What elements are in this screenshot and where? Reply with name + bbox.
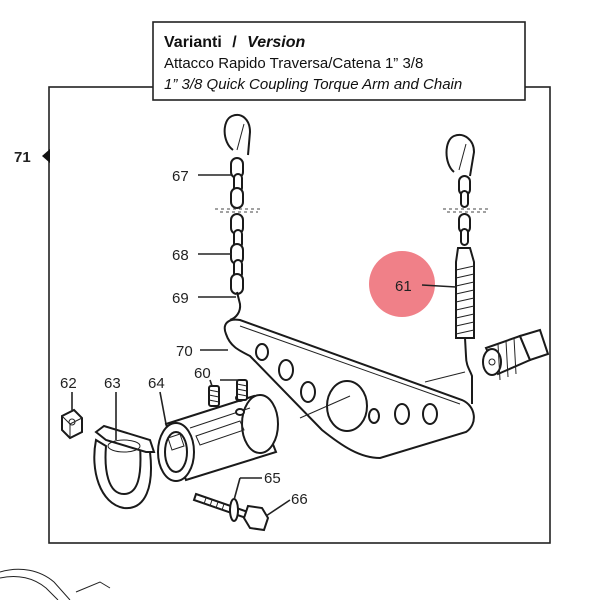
title-version: Version: [247, 34, 305, 51]
left-chain-assembly: [215, 114, 262, 321]
clamp: [93, 424, 156, 510]
title-line2-italian: Attacco Rapido Traversa/Catena 1” 3/8: [164, 55, 423, 72]
callout-64: 64: [148, 375, 165, 392]
callout-63: 63: [104, 375, 121, 392]
callout-69: 69: [172, 290, 189, 307]
coupling-sleeve: [157, 394, 279, 482]
set-screws: [208, 379, 248, 407]
bolt-head: [242, 504, 270, 532]
callout-68: 68: [172, 247, 189, 264]
callout-67: 67: [172, 168, 189, 185]
highlight-circle: [369, 251, 435, 317]
callout-65: 65: [264, 470, 281, 487]
title-line3-english: 1” 3/8 Quick Coupling Torque Arm and Cha…: [164, 76, 462, 93]
leader-lines: [71, 174, 457, 517]
title-separator: /: [232, 34, 237, 51]
callout-66: 66: [291, 491, 308, 508]
bolt: [192, 492, 270, 532]
callout-61: 61: [395, 278, 412, 295]
title-line1: Varianti / Version: [164, 34, 305, 51]
washer: [229, 498, 239, 522]
callout-60: 60: [194, 365, 211, 382]
square-nut: [61, 408, 83, 440]
title-varianti: Varianti: [164, 34, 222, 51]
page-arrow-icon: [42, 149, 50, 163]
bottom-partial-graphic: [0, 568, 111, 600]
right-snap-hook: [445, 134, 476, 177]
gearbox-shaft: [482, 328, 550, 381]
callout-62: 62: [60, 375, 77, 392]
right-chain-assembly: [443, 134, 490, 404]
torque-arm-center-hole: [326, 380, 368, 432]
callout-70: 70: [176, 343, 193, 360]
page-ref-number: 71: [14, 149, 31, 166]
title-box: [152, 21, 526, 101]
tension-spring: [455, 247, 475, 339]
torque-arm: [223, 318, 475, 460]
